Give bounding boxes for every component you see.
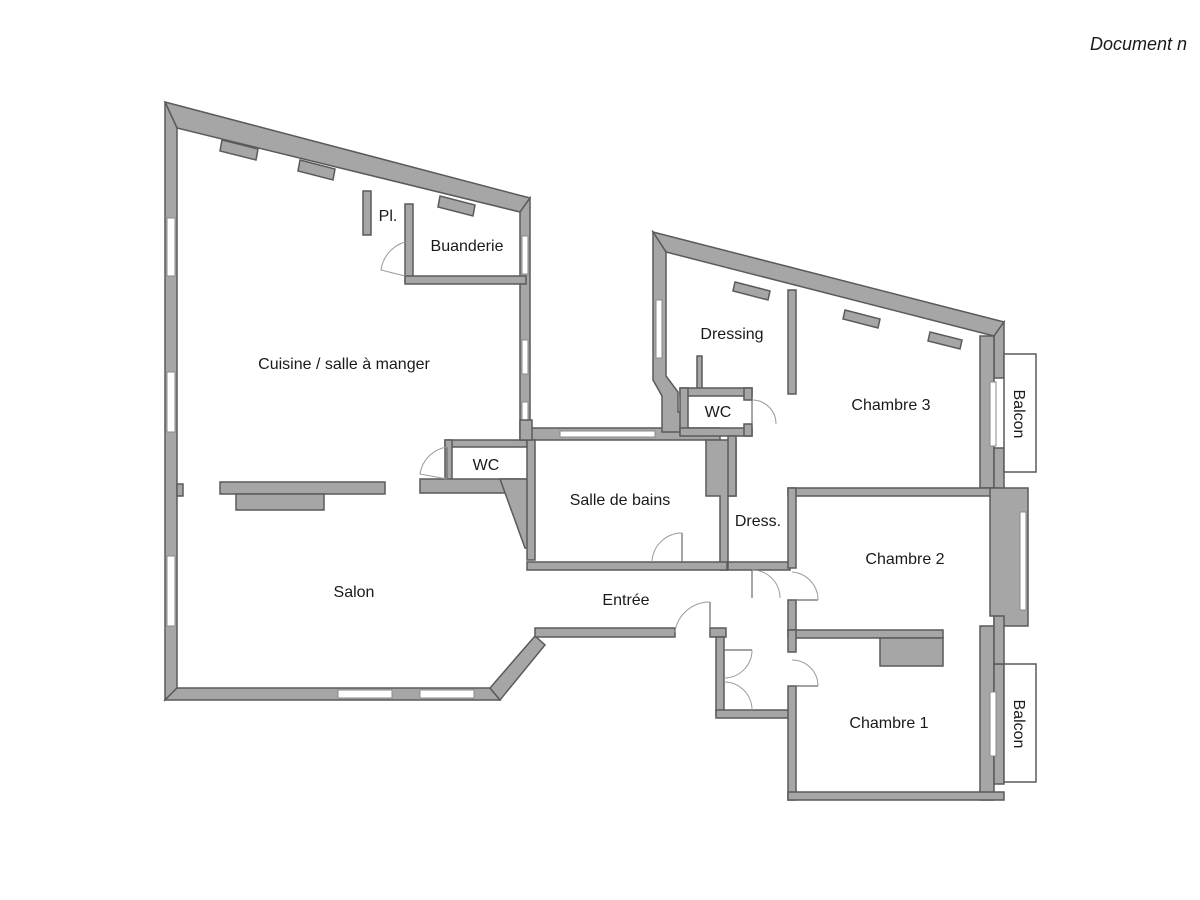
wc2-south-wall — [679, 427, 753, 437]
west-wing-walls — [163, 100, 547, 702]
chambre2-north-wall — [787, 487, 999, 497]
window-chambre2 — [1019, 511, 1027, 611]
chambre2-west-wall-2 — [787, 599, 797, 631]
label-wc-1: WC — [473, 457, 500, 474]
north-pier-1 — [219, 139, 259, 161]
entree-south-wall — [534, 627, 676, 638]
kitchen-counter-wall — [219, 481, 386, 495]
door-entry-arc-1 — [723, 649, 753, 679]
chambre1-2-partition — [787, 629, 944, 639]
east-wing-walls — [651, 229, 1029, 801]
window-east-cuisine-3 — [521, 401, 529, 421]
chamfer-wall — [489, 634, 547, 702]
placard-wall — [362, 190, 372, 236]
window-east-cuisine-2 — [521, 339, 529, 375]
chambre2-west-wall — [787, 487, 797, 569]
door-entry-arc-2 — [723, 681, 753, 711]
label-entree: Entrée — [602, 592, 649, 609]
window-west-1 — [166, 217, 176, 277]
door-wc2-arc — [751, 399, 777, 425]
dress-west-wall — [727, 435, 737, 497]
east-stub — [993, 615, 1005, 665]
entree-south-wall-2 — [709, 627, 727, 638]
label-dress: Dress. — [735, 513, 781, 530]
label-balcon-2: Balcon — [1010, 700, 1027, 749]
label-balcon-1: Balcon — [1010, 390, 1027, 439]
wc2-west-wall — [679, 387, 689, 435]
wc2-east-wall-2 — [743, 423, 753, 437]
north-pier-2 — [297, 159, 336, 181]
east-wall-cuisine — [519, 195, 531, 429]
label-chambre-3: Chambre 3 — [851, 397, 930, 414]
kitchen-counter-wall-2 — [235, 493, 325, 511]
balcony-1 — [1003, 353, 1037, 473]
buanderie-south-wall — [404, 275, 527, 285]
window-chambre3 — [989, 381, 997, 447]
wc-link-wall — [519, 419, 533, 441]
chambre1-south-wall — [787, 791, 1005, 801]
door-dress-arc — [751, 569, 781, 599]
doors — [380, 241, 819, 711]
window-chambre1 — [989, 691, 997, 757]
window-east-cuisine-1 — [521, 235, 529, 275]
window-south-2 — [419, 689, 475, 699]
room-labels: Cuisine / salle à manger Pl. Buanderie W… — [258, 208, 1027, 748]
window-dressing-west — [655, 299, 663, 359]
label-placard: Pl. — [379, 208, 398, 225]
west-wing-windows — [166, 217, 529, 699]
label-dressing: Dressing — [700, 326, 763, 343]
west-wall-stub — [176, 483, 184, 497]
center-walls — [419, 419, 792, 719]
door-chambre2-arc — [791, 571, 819, 601]
north-wall-east — [651, 230, 1006, 337]
label-chambre-2: Chambre 2 — [865, 551, 944, 568]
dress-south-wall — [727, 561, 791, 571]
dressing-pier — [732, 281, 771, 301]
east-wing-windows — [655, 299, 997, 757]
chambre1-west-wall — [787, 629, 797, 653]
window-bath-north — [559, 430, 656, 438]
window-west-2 — [166, 371, 176, 433]
wc1-west-wall — [444, 439, 453, 481]
label-buanderie: Buanderie — [431, 238, 504, 255]
label-cuisine: Cuisine / salle à manger — [258, 356, 430, 373]
bath-west-wall — [526, 439, 536, 561]
chambre3-pier-2 — [927, 331, 963, 350]
dressing-partition — [696, 355, 703, 393]
buanderie-west-wall — [404, 203, 414, 283]
label-salle-de-bains: Salle de bains — [570, 492, 671, 509]
closet-block — [879, 637, 944, 667]
chambre1-west-wall-2 — [787, 685, 797, 801]
door-entree-arc — [674, 601, 711, 633]
dressing-east-wall — [787, 289, 797, 395]
door-wc1-arc — [419, 446, 448, 480]
chambre3-pier-1 — [842, 309, 881, 329]
label-salon: Salon — [334, 584, 375, 601]
lobby-west-wall — [715, 636, 725, 716]
door-bath-arc — [651, 532, 683, 563]
wc2-north-wall — [679, 387, 753, 397]
balcony-2 — [1003, 663, 1037, 783]
label-wc-2: WC — [705, 404, 732, 421]
bath-south-wall — [526, 561, 728, 571]
wc1-north-wall — [444, 439, 528, 448]
north-wall-west — [163, 100, 532, 213]
document-note: Document n — [1090, 34, 1188, 54]
window-south-1 — [337, 689, 393, 699]
lobby-south-wall — [715, 709, 792, 719]
north-pier-3 — [437, 195, 476, 217]
door-chambre1-arc — [791, 659, 819, 687]
balcony1-support — [993, 447, 1005, 493]
label-chambre-1: Chambre 1 — [849, 715, 928, 732]
window-west-3 — [166, 555, 176, 627]
wc2-east-wall — [743, 387, 753, 401]
door-buanderie-arc — [380, 241, 406, 277]
